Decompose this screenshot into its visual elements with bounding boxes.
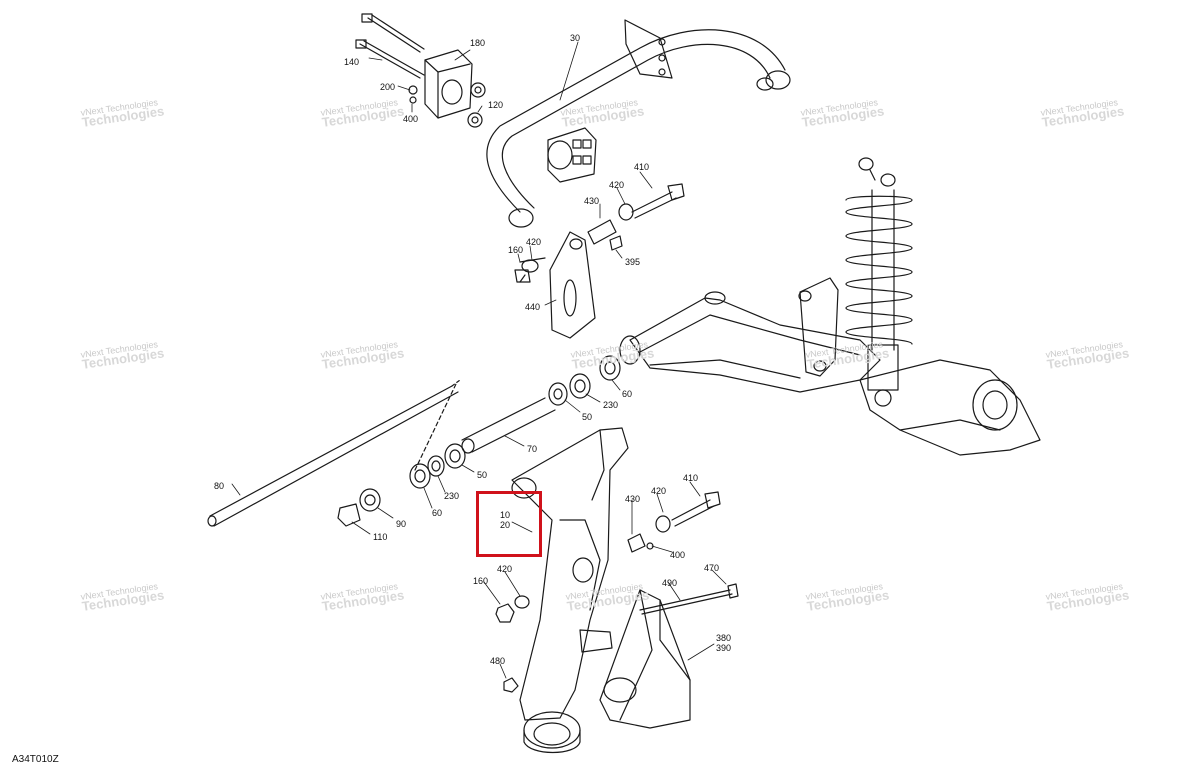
callout-400: 400	[403, 114, 419, 124]
callout-430: 430	[584, 196, 600, 206]
callout-60: 60	[622, 389, 633, 399]
callout-380: 380	[716, 633, 732, 643]
shock-absorber	[845, 157, 913, 407]
callout-400: 400	[670, 550, 686, 560]
callout-490: 490	[662, 578, 678, 588]
pivot-stack-upper	[461, 355, 621, 454]
pivot-stack-lower	[337, 443, 466, 527]
callout-70: 70	[527, 444, 538, 454]
callout-90: 90	[396, 519, 407, 529]
sway-link-440	[514, 231, 596, 339]
link-bracket	[798, 277, 839, 377]
selection-highlight	[476, 491, 542, 557]
sway-bar	[486, 19, 791, 228]
drawing-code: A34T010Z	[12, 754, 59, 765]
callout-10-20: 10 20	[500, 510, 510, 530]
callout-30: 30	[570, 33, 581, 43]
upper-a-arm	[619, 291, 881, 393]
callout-480: 480	[490, 656, 506, 666]
lower-nuts	[495, 595, 530, 693]
nuts-top	[408, 82, 486, 128]
callout-410: 410	[683, 473, 699, 483]
callout-230: 230	[603, 400, 619, 410]
callout-430: 430	[625, 494, 641, 504]
callout-20: 20	[500, 520, 511, 530]
callout-420: 420	[497, 564, 513, 574]
pivot-shaft-80	[207, 379, 461, 527]
knuckle	[859, 359, 1041, 456]
bushing-block-180	[424, 49, 473, 119]
callout-440: 440	[525, 302, 541, 312]
callout-230: 230	[444, 491, 460, 501]
callout-470: 470	[704, 563, 720, 573]
lower-bolt-set	[627, 491, 721, 553]
callout-10: 10	[500, 510, 511, 520]
callout-410: 410	[634, 162, 650, 172]
callout-395: 395	[625, 257, 641, 267]
callout-390: 390	[716, 643, 732, 653]
upper-bolt-set	[587, 183, 685, 251]
callout-60: 60	[432, 508, 443, 518]
callout-120: 120	[488, 100, 504, 110]
callout-420: 420	[526, 237, 542, 247]
callout-140: 140	[344, 57, 360, 67]
bracket-380	[599, 583, 739, 729]
callout-160: 160	[508, 245, 524, 255]
callout-420: 420	[609, 180, 625, 190]
leader-lines	[231, 41, 727, 679]
callout-160: 160	[473, 576, 489, 586]
callout-420: 420	[651, 486, 667, 496]
bolt-140	[355, 13, 425, 79]
sway-bushing	[547, 127, 597, 183]
callout-50: 50	[582, 412, 593, 422]
dashed-guide	[414, 383, 457, 471]
callout-80: 80	[214, 481, 225, 491]
trailing-arm	[511, 427, 629, 753]
callout-180: 180	[470, 38, 486, 48]
callout-380-390: 380 390	[716, 633, 731, 653]
callout-50: 50	[477, 470, 488, 480]
callout-110: 110	[373, 532, 388, 542]
callout-200: 200	[380, 82, 396, 92]
